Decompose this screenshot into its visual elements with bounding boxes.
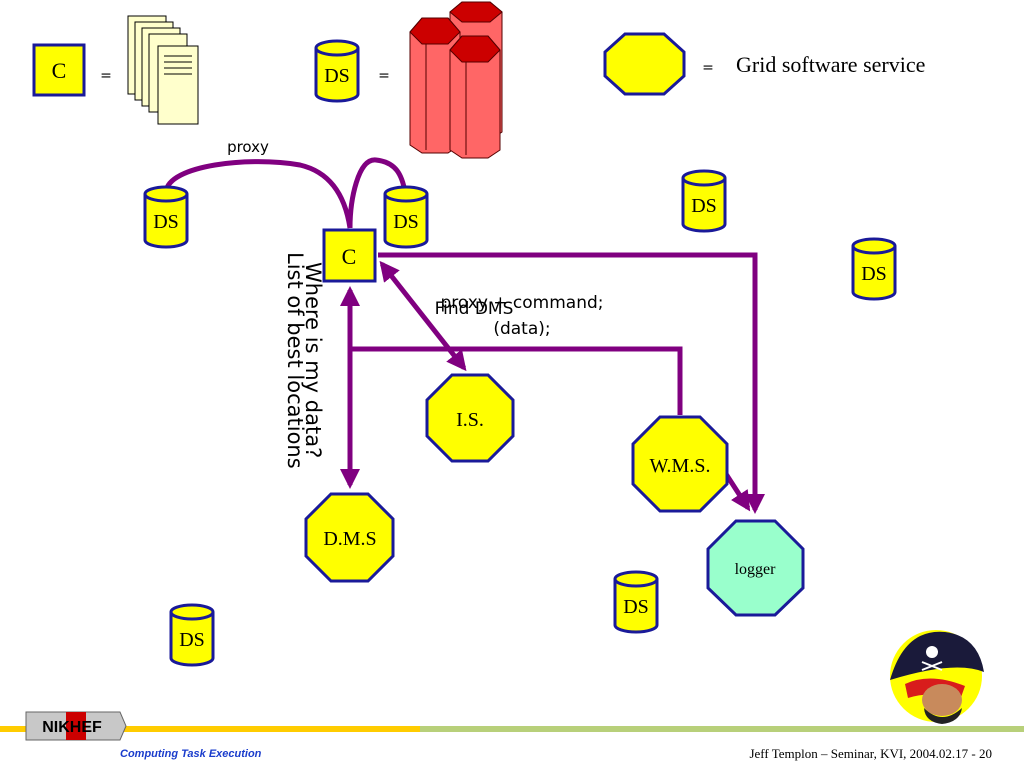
client-node: C — [322, 228, 377, 283]
connections — [163, 157, 765, 514]
legend-client-label: C — [52, 58, 67, 83]
red-storage-columns-icon — [409, 1, 503, 159]
client-label: C — [342, 244, 357, 269]
footer-title: Computing Task Execution — [120, 748, 262, 760]
proxy-curve — [163, 159, 353, 229]
legend-ds-cylinder: DS — [314, 39, 360, 103]
logger-node: logger — [706, 519, 805, 617]
ds-label: DS — [691, 195, 717, 217]
ds-cylinder: DS — [613, 570, 659, 634]
find-dms-label: Find DMS — [435, 299, 514, 319]
wms-to-c-line — [352, 346, 683, 415]
ds-label: DS — [153, 211, 179, 233]
ds-label: DS — [623, 596, 649, 618]
server-stack-icon — [127, 15, 199, 125]
legend-client: C — [32, 43, 86, 97]
legend-service-octagon — [603, 32, 686, 96]
wms-to-logger-line — [723, 472, 751, 512]
ds-cylinder: DS — [143, 185, 189, 249]
where-is-data-label: Where is my data? — [301, 262, 325, 458]
footer-credit: Jeff Templon – Seminar, KVI, 2004.02.17 … — [749, 746, 992, 761]
dms-node: D.M.S — [304, 492, 395, 583]
logger-label: logger — [735, 561, 777, 578]
legend-service-text: Grid software service — [736, 52, 925, 77]
proxy-command-label: proxy + command; — [440, 293, 603, 313]
ds-cylinder: DS — [383, 185, 429, 249]
legend-equals-service: = — [702, 60, 714, 76]
dms-label: D.M.S — [323, 528, 376, 550]
ds-link-curve — [347, 157, 408, 229]
nikhef-logo-text: NIKHEF — [42, 719, 102, 736]
ds-label: DS — [861, 263, 887, 285]
legend-ds-label: DS — [324, 65, 350, 87]
wms-node: W.M.S. — [631, 415, 729, 513]
list-locations-label: List of best locations — [283, 252, 307, 469]
ds-label: DS — [179, 629, 205, 651]
wms-label: W.M.S. — [650, 455, 711, 477]
ds-label: DS — [393, 211, 419, 233]
nikhef-logo: NIKHEF — [25, 711, 127, 741]
ds-cylinder: DS — [681, 169, 727, 233]
is-label: I.S. — [456, 409, 484, 431]
legend-equals-ds: = — [378, 68, 390, 84]
ds-cylinder: DS — [851, 237, 897, 301]
c-to-logger-line — [378, 252, 765, 514]
ds-cylinder: DS — [169, 603, 215, 667]
footer-bar-yellow — [0, 726, 420, 732]
footer-bar-green — [420, 726, 1024, 732]
is-node: I.S. — [425, 373, 515, 463]
legend-equals-client: = — [100, 68, 112, 84]
data-label: (data); — [493, 319, 550, 339]
proxy-label: proxy — [227, 138, 269, 156]
pirate-mascot-icon — [890, 630, 984, 724]
